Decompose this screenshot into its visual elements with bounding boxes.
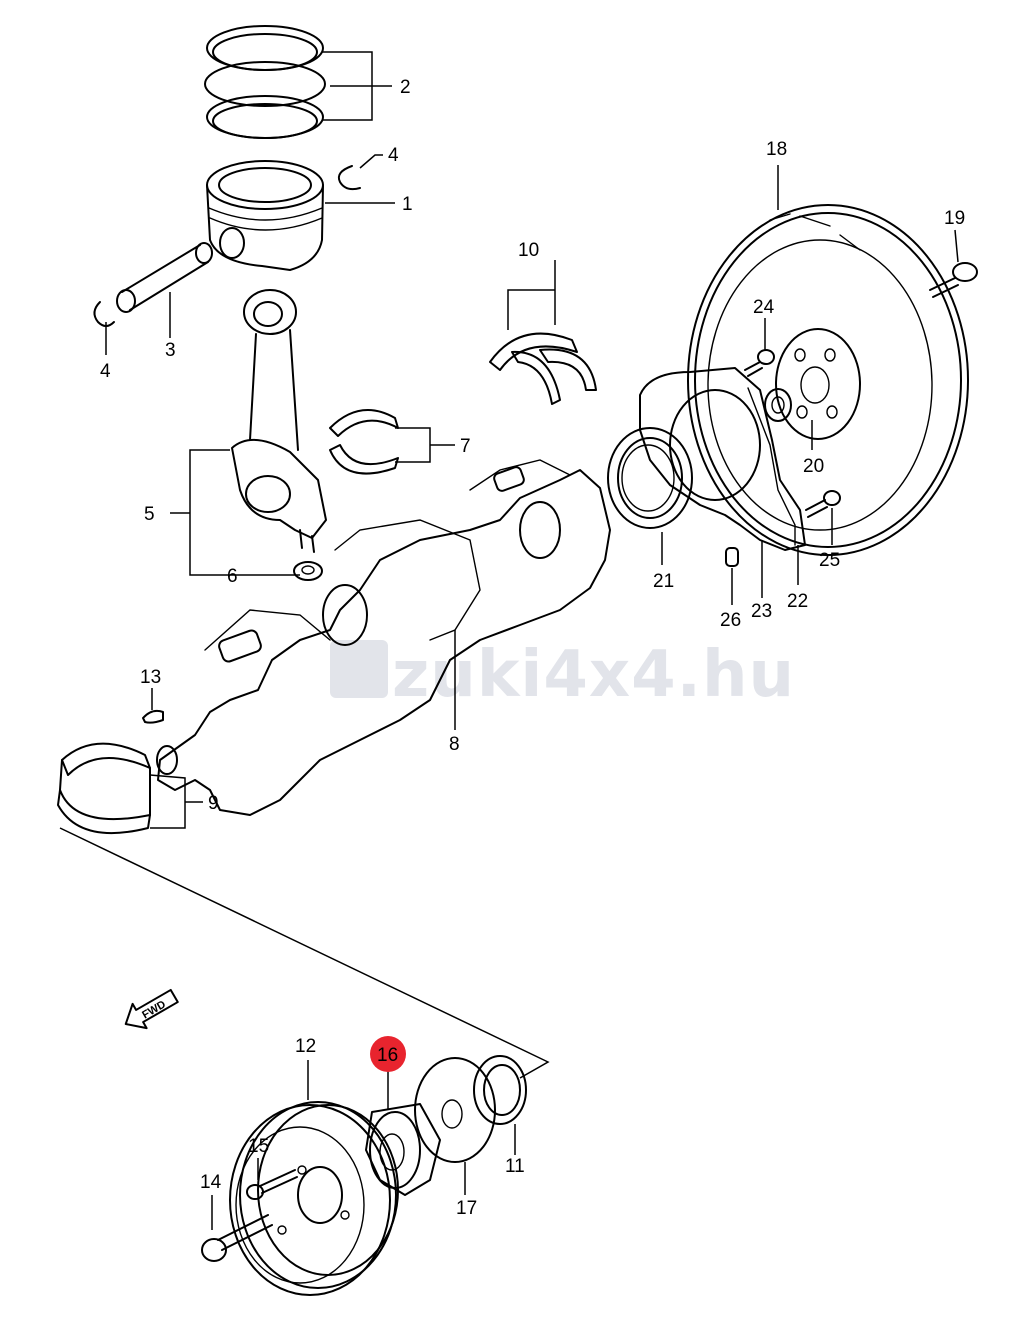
callout-21[interactable]: 21 — [653, 571, 674, 592]
flywheel[interactable] — [687, 204, 969, 556]
leader-lines — [59, 51, 959, 1230]
callout-18[interactable]: 18 — [766, 139, 787, 160]
crankshaft[interactable] — [156, 459, 611, 816]
callout-23[interactable]: 23 — [751, 601, 772, 622]
crank-front-oil-seal[interactable] — [473, 1055, 527, 1125]
crank-pulley[interactable] — [229, 1101, 399, 1296]
flywheel-bolt[interactable] — [929, 262, 978, 298]
input-shaft-bearing[interactable] — [764, 388, 792, 422]
connecting-rod[interactable] — [231, 289, 327, 553]
connecting-rod-nut[interactable] — [293, 561, 323, 581]
callout-12[interactable]: 12 — [295, 1036, 316, 1057]
piston-pin-circlip-upper[interactable] — [337, 165, 361, 191]
callout-7[interactable]: 7 — [460, 436, 471, 457]
callout-22[interactable]: 22 — [787, 591, 808, 612]
callout-20[interactable]: 20 — [803, 456, 824, 477]
callout-24[interactable]: 24 — [753, 297, 775, 318]
callout-2[interactable]: 2 — [400, 77, 411, 98]
dowel-pin[interactable] — [725, 547, 739, 567]
callout-9[interactable]: 9 — [208, 793, 219, 814]
callout-16[interactable]: 16 — [377, 1045, 398, 1066]
callout-3[interactable]: 3 — [165, 340, 176, 361]
callout-25[interactable]: 25 — [819, 550, 840, 571]
crank-pulley-bolt[interactable] — [201, 1214, 273, 1262]
watermark: zuki4x4.hu — [330, 638, 795, 712]
oil-seal-housing-bolt-lower[interactable] — [805, 490, 841, 518]
fwd-direction-arrow: FWD — [124, 988, 179, 1030]
callout-10[interactable]: 10 — [518, 240, 539, 261]
piston-pin-circlip-lower[interactable] — [93, 301, 115, 327]
callout-8[interactable]: 8 — [449, 734, 460, 755]
highlight-marker — [370, 1036, 406, 1072]
crank-main-bearing[interactable] — [57, 742, 151, 835]
oil-seal-housing[interactable] — [639, 367, 806, 551]
piston-rings[interactable] — [204, 25, 326, 139]
watermark-text: zuki4x4.hu — [392, 638, 795, 712]
callout-19[interactable]: 19 — [944, 208, 965, 229]
fwd-label: FWD — [140, 998, 168, 1021]
callout-15[interactable]: 15 — [248, 1136, 269, 1157]
callout-14[interactable]: 14 — [200, 1172, 222, 1193]
crank-rear-oil-seal[interactable] — [607, 427, 693, 529]
connecting-rod-bearing[interactable] — [329, 409, 399, 475]
oil-seal-housing-gasket[interactable] — [747, 387, 796, 546]
timing-belt-guide[interactable] — [414, 1057, 496, 1163]
callout-1[interactable]: 1 — [402, 194, 413, 215]
callout-11[interactable]: 11 — [505, 1156, 525, 1177]
callout-17[interactable]: 17 — [456, 1198, 477, 1219]
callout-4-lower[interactable]: 4 — [100, 361, 111, 382]
callout-6[interactable]: 6 — [227, 566, 238, 587]
callout-13[interactable]: 13 — [140, 667, 161, 688]
crank-thrust-bearing[interactable] — [489, 332, 597, 405]
crank-timing-belt-pulley[interactable] — [365, 1103, 441, 1196]
oil-seal-housing-bolt[interactable] — [744, 349, 775, 377]
piston-pin[interactable] — [116, 242, 213, 313]
callout-5[interactable]: 5 — [144, 504, 155, 525]
callout-labels: 2 1 4 3 4 5 6 7 8 9 10 11 12 13 14 15 16… — [100, 77, 965, 1219]
callout-4-upper[interactable]: 4 — [388, 145, 399, 166]
callout-26[interactable]: 26 — [720, 610, 741, 631]
crank-timing-pulley-key[interactable] — [142, 709, 164, 724]
piston[interactable] — [206, 160, 324, 271]
crank-pulley-small-bolt[interactable] — [246, 1169, 298, 1200]
